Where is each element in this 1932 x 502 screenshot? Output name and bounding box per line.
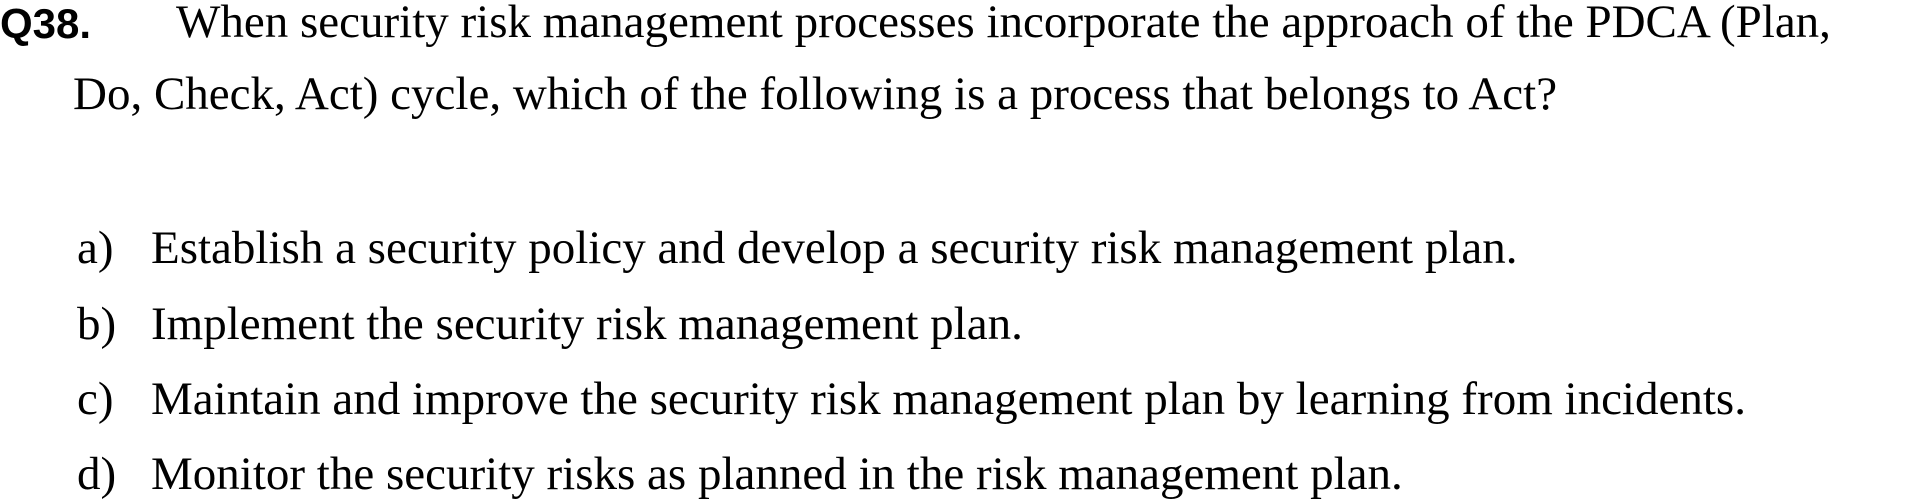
question-number: Q38. [0,0,92,47]
option-letter: b) [77,298,117,350]
option-letter: a) [77,222,114,274]
question-text-line-2: Do, Check, Act) cycle, which of the foll… [73,68,1558,120]
question-text-line-1: When security risk management processes … [176,0,1831,48]
option-text: Monitor the security risks as planned in… [151,448,1403,500]
option-text: Maintain and improve the security risk m… [151,373,1746,425]
option-text: Establish a security policy and develop … [151,222,1518,274]
option-letter: d) [77,448,117,500]
option-letter: c) [77,373,114,425]
option-text: Implement the security risk management p… [151,298,1023,350]
